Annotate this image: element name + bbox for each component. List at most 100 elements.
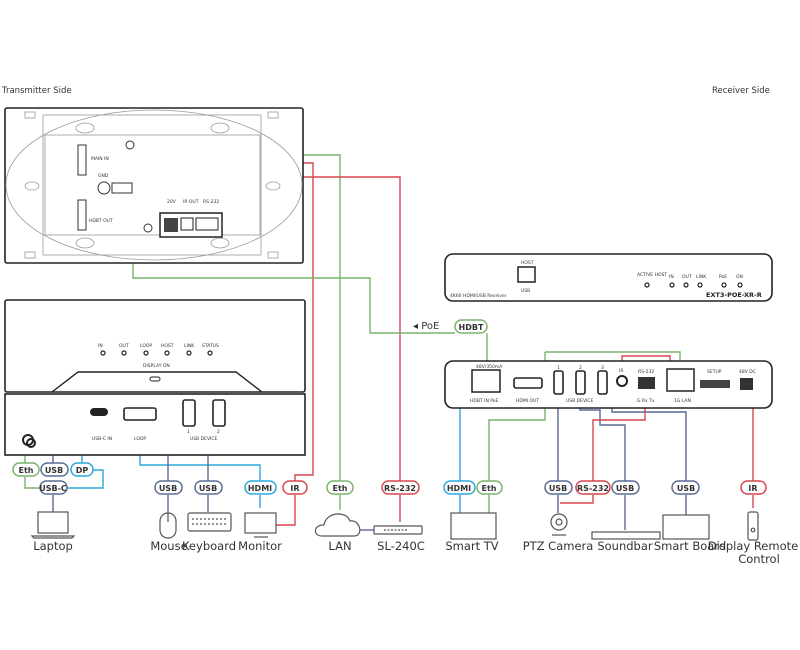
svg-text:IR: IR (748, 484, 757, 493)
svg-text:RS-232: RS-232 (577, 484, 609, 493)
led-link-label: LINK (184, 343, 195, 349)
svg-text:Eth: Eth (482, 484, 497, 493)
svg-text:USB: USB (45, 466, 63, 475)
transmitter-wallplate: MAIN IN GND HDBT OUT 20V IR OUT RS-232 (4, 107, 304, 264)
usb-1-label: 1 (187, 429, 190, 435)
remote-icon (747, 511, 759, 541)
lan-port[interactable] (666, 368, 695, 392)
setup-dip-switch[interactable] (700, 380, 730, 388)
led-in-label: IN (98, 343, 103, 349)
led-out-label: OUT (119, 343, 129, 349)
port-20v-label: 20V (167, 199, 177, 205)
hdbt-in-poe-label: HDBT IN PoE (470, 398, 499, 404)
receiver-rear-panel: 48V/350mA HDBT IN PoE HDMI OUT 1 2 3 USB… (444, 360, 773, 409)
hdbt-badge (454, 319, 488, 334)
svg-text:USB: USB (199, 484, 217, 493)
tv-eth-pill: Eth (476, 480, 503, 495)
ir-port[interactable] (616, 375, 628, 387)
power-label: 48V DC (739, 369, 756, 375)
hdmi-out-port[interactable] (513, 377, 543, 389)
soundbar-name: Soundbar (597, 539, 653, 553)
ground-screw-icon (97, 181, 111, 195)
laptop-icon (30, 511, 76, 539)
port-main-in-label: MAIN IN (91, 156, 109, 162)
cloud-icon (314, 513, 361, 537)
usb-device-port-1[interactable] (553, 370, 564, 395)
soundbar-usb-pill: USB (611, 480, 640, 495)
wire-eth-usbc (24, 477, 40, 489)
led-poe-label: PoE (719, 274, 727, 280)
wire-rs232-cam2 (560, 495, 594, 504)
port-rs232-label: RS-232 (203, 199, 219, 205)
rs232-label: RS-232 (638, 369, 654, 375)
hdmi-loop-port[interactable] (123, 407, 157, 421)
port-ir-out-label: IR OUT (183, 199, 199, 205)
tv-hdmi-pill: HDMI (443, 480, 476, 495)
usb-host-port[interactable] (517, 266, 536, 283)
ptz-camera-name: PTZ Camera (523, 539, 594, 553)
ir-label: IR (619, 368, 623, 374)
poe-label: ◂ PoE (413, 321, 439, 332)
cam-usb-pill: USB (544, 480, 573, 495)
mouse-usb-pill: USB (154, 480, 183, 495)
display-on-button[interactable] (149, 376, 161, 382)
soundbar-icon (591, 531, 661, 540)
receiver-title: 4K60 HDMI/USB Receiver (450, 293, 507, 299)
ground-icon (22, 434, 36, 448)
usb-1-label: 1 (557, 365, 560, 371)
svg-text:HDMI: HDMI (447, 484, 471, 493)
display-on-label: DISPLAY ON (143, 363, 170, 369)
keyboard-icon (187, 512, 232, 532)
svg-text:USB: USB (677, 484, 695, 493)
rs232-port[interactable] (638, 377, 655, 389)
receiver-side-heading: Receiver Side (712, 86, 770, 96)
svg-text:IR: IR (290, 484, 299, 493)
svg-text:USB: USB (159, 484, 177, 493)
setup-label: SETUP (707, 369, 722, 375)
keyboard-name: Keyboard (182, 539, 236, 553)
svg-text:USB: USB (616, 484, 634, 493)
svg-text:RS-232: RS-232 (384, 484, 416, 493)
laptop-name: Laptop (33, 539, 73, 553)
svg-text:USB-C: USB-C (39, 484, 67, 493)
svg-text:HDMI: HDMI (248, 484, 272, 493)
power-port[interactable] (740, 378, 753, 390)
usb-device-label: USB DEVICE (190, 436, 218, 442)
led-loop-label: LOOP (140, 343, 152, 349)
usb-2-label: 2 (579, 365, 582, 371)
lan-eth-pill: Eth (326, 480, 354, 495)
led-status-label: STATUS (202, 343, 219, 349)
cam-rs232-pill: RS-232 (575, 480, 611, 495)
ptz-camera-icon (550, 513, 568, 536)
svg-text:Eth: Eth (19, 466, 34, 475)
usb-device-port-3[interactable] (597, 370, 608, 395)
eth-pill: Eth (12, 462, 40, 477)
rs232-pins-label: G Rx Tx (637, 398, 655, 404)
psu-label: 48V/350mA (476, 364, 503, 370)
smart-board-icon (662, 514, 710, 540)
monitor-name: Monitor (238, 539, 282, 553)
monitor-icon (244, 512, 277, 538)
usb-device-port-2[interactable] (212, 399, 226, 427)
usb-c-port[interactable] (90, 408, 108, 416)
usb-device-port-2[interactable] (575, 370, 586, 395)
rs232-pill: RS-232 (381, 480, 420, 495)
loop-label: LOOP (134, 436, 146, 442)
devices: Laptop Mouse Keyboard Monitor LAN SL-240… (30, 511, 798, 566)
hdbt-in-port[interactable] (471, 369, 501, 393)
smart-tv-name: Smart TV (445, 539, 498, 553)
ir-pill: IR (282, 480, 308, 495)
mouse-icon (159, 512, 177, 539)
led-in-label: IN (669, 274, 674, 280)
usb-device-port-1[interactable] (182, 399, 196, 427)
wire-dp-usbc (66, 469, 104, 489)
mouse-name: Mouse (150, 539, 187, 553)
receiver-model: EXT3-POE-XR-R (706, 291, 762, 299)
wire-ir-monitor (276, 495, 296, 526)
port-gnd-label: GND (98, 173, 109, 179)
remote-name-line2: Control (738, 552, 780, 566)
hdmi-pill: HDMI (244, 480, 277, 495)
smart-board-name: Smart Board (654, 539, 726, 553)
svg-text:USB: USB (549, 484, 567, 493)
